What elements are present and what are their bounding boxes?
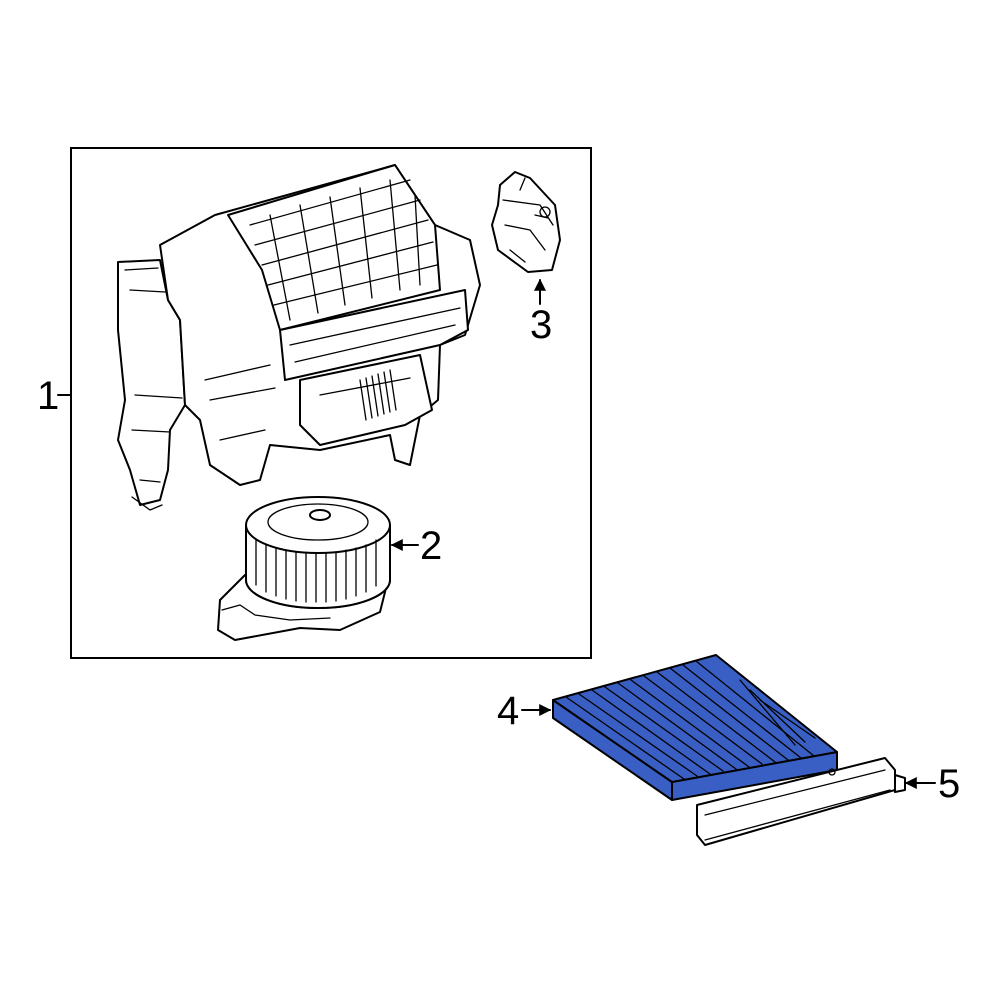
callout-label-1: 1	[37, 374, 59, 418]
callout-4: 4	[497, 689, 552, 733]
callout-1: 1	[37, 374, 72, 418]
blower-housing-assembly[interactable]	[117, 164, 481, 511]
callout-2: 2	[390, 524, 442, 568]
filter-cover[interactable]	[696, 757, 906, 846]
blower-motor[interactable]	[217, 496, 391, 641]
callout-label-2: 2	[420, 524, 442, 568]
assembly-frame	[70, 147, 592, 659]
callout-5: 5	[904, 762, 960, 806]
callout-label-4: 4	[497, 689, 519, 733]
callout-label-5: 5	[938, 762, 960, 806]
cabin-air-filter[interactable]	[552, 654, 838, 801]
callout-label-3: 3	[530, 303, 552, 347]
callout-3: 3	[530, 278, 552, 347]
resistor[interactable]	[491, 171, 561, 273]
